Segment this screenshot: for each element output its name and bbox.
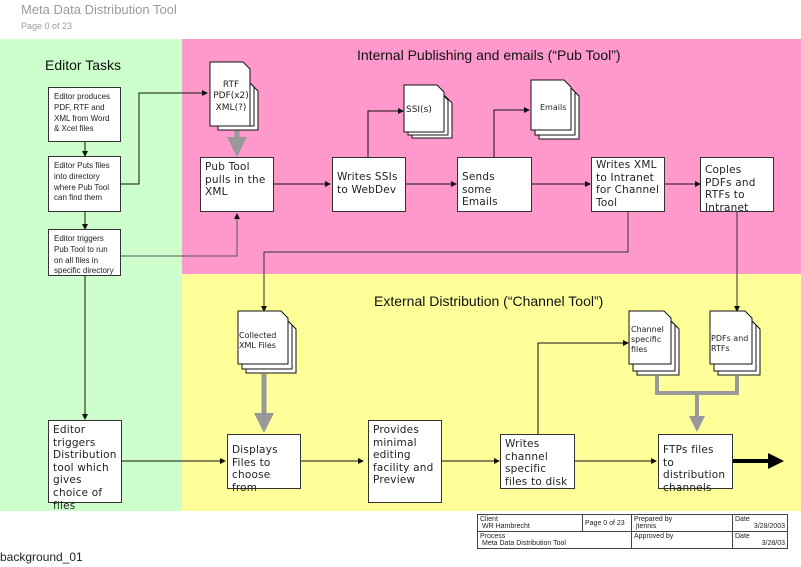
box-writes-xml-intranet[interactable]: Writes XML to Intranet for Channel Tool [591,157,665,212]
doc-source-files-label: RTF PDF(x2) XML(?) [212,80,250,114]
prepared-value: jtennis [636,523,657,530]
doc-emails-label: Emails [540,103,567,112]
process-value: Meta Data Distribution Tool [482,540,566,547]
doc-line: Channel [631,325,664,334]
box-editor-triggers-distribution[interactable]: Editor triggers Distribution tool which … [48,420,122,512]
doc-line: RTFs [711,344,730,353]
box-writes-ssis[interactable]: Writes SSIs to WebDev [332,157,406,212]
box-copies-pdfs[interactable]: Coples PDFs and RTFs to Intranet [700,157,774,214]
client-label: Client [480,516,498,523]
doc-collected-xml-label: Collected XML Files [239,331,287,351]
box-editor-produces[interactable]: Editor produces PDF, RTF and XML from Wo… [48,87,121,142]
date2-value: 3/28/03 [761,540,785,547]
box-sends-emails[interactable]: Sends some Emails [457,157,532,212]
lane-title-pub: Internal Publishing and emails (“Pub Too… [357,47,621,63]
box-writes-channel-files[interactable]: Writes channel specific files to disk [500,434,575,489]
date-value: 3/28/2003 [753,523,785,530]
doc-line: PDFs and [711,334,749,343]
page-cell: Page 0 of 23 [582,514,632,532]
process-cell: Process Meta Data Distribution Tool [477,531,632,549]
background-label: background_01 [0,550,83,564]
doc-line: XML Files [239,341,276,350]
date2-label: Date [735,533,750,540]
doc-line: files [631,345,648,354]
approved-cell: Approved by [631,531,733,549]
date-cell: Date 3/28/2003 [732,514,788,532]
box-pub-tool-pulls[interactable]: Pub Tool pulls in the XML [200,157,274,212]
client-cell: Client WR Hambrecht [477,514,583,532]
prepared-cell: Prepared by jtennis [631,514,733,532]
box-provides-editing[interactable]: Provides minimal editing facility and Pr… [368,420,442,503]
date2-cell: Date 3/28/03 [732,531,788,549]
doc-line: RTF [222,80,240,90]
lane-title-ext: External Distribution (“Channel Tool”) [374,293,604,309]
doc-ssi-label: SSI(s) [406,105,432,115]
title-block: Client WR Hambrecht Page 0 of 23 Prepare… [477,514,788,549]
lane-title-editor: Editor Tasks [45,57,121,73]
doc-line: specific [631,335,662,344]
box-editor-triggers-pub[interactable]: Editor triggers Pub Tool to run on all f… [48,229,121,276]
client-value: WR Hambrecht [482,523,530,530]
page-indicator: Page 0 of 23 [21,21,73,31]
box-ftps-files[interactable]: FTPs files to distribution channels [658,434,733,494]
process-label: Process [480,533,506,540]
doc-channel-files-label: Channel specific files [631,325,671,355]
document-title: Meta Data Distribution Tool [21,2,177,17]
doc-line: XML(?) [215,102,247,113]
doc-line: Collected [239,331,277,340]
date-label: Date [735,516,750,523]
prepared-label: Prepared by [634,516,673,523]
doc-line: PDF(x2) [213,91,249,102]
box-displays-files[interactable]: Displays Files to choose from [227,434,301,494]
approved-label: Approved by [634,533,674,540]
doc-pdfs-rtfs-label: PDFs and RTFs [711,334,759,354]
box-editor-puts-files[interactable]: Editor Puts files into directory where P… [48,156,121,212]
